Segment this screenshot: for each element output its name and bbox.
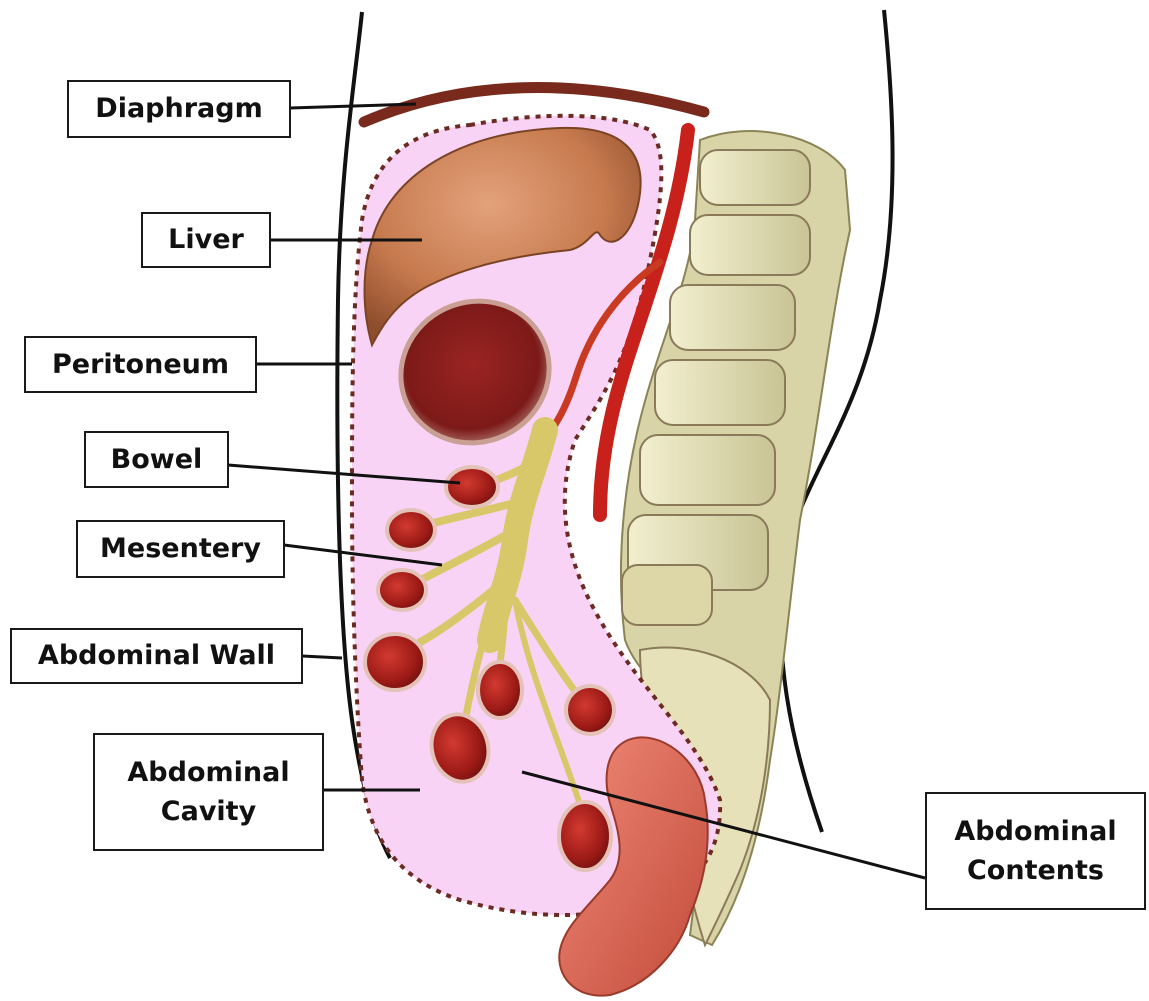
label-abdominal-cavity-line1: Abdominal — [127, 753, 289, 792]
label-bowel: Bowel — [84, 431, 229, 488]
label-peritoneum-text: Peritoneum — [52, 345, 229, 384]
label-mesentery: Mesentery — [76, 520, 285, 578]
label-abdominal-contents: Abdominal Contents — [925, 792, 1146, 910]
label-mesentery-text: Mesentery — [100, 529, 261, 568]
label-abdominal-cavity: Abdominal Cavity — [93, 733, 324, 851]
leader-line-abdominal-wall — [302, 656, 342, 658]
label-abdominal-contents-line2: Contents — [967, 851, 1104, 890]
label-diaphragm-text: Diaphragm — [95, 89, 262, 128]
label-bowel-text: Bowel — [111, 440, 203, 479]
label-liver: Liver — [141, 212, 271, 268]
label-peritoneum: Peritoneum — [24, 336, 257, 393]
label-abdominal-cavity-line2: Cavity — [161, 792, 256, 831]
label-diaphragm: Diaphragm — [67, 80, 291, 138]
label-liver-text: Liver — [168, 220, 244, 259]
label-abdominal-contents-line1: Abdominal — [954, 812, 1116, 851]
label-abdominal-wall: Abdominal Wall — [10, 628, 303, 684]
label-abdominal-wall-text: Abdominal Wall — [38, 636, 275, 675]
